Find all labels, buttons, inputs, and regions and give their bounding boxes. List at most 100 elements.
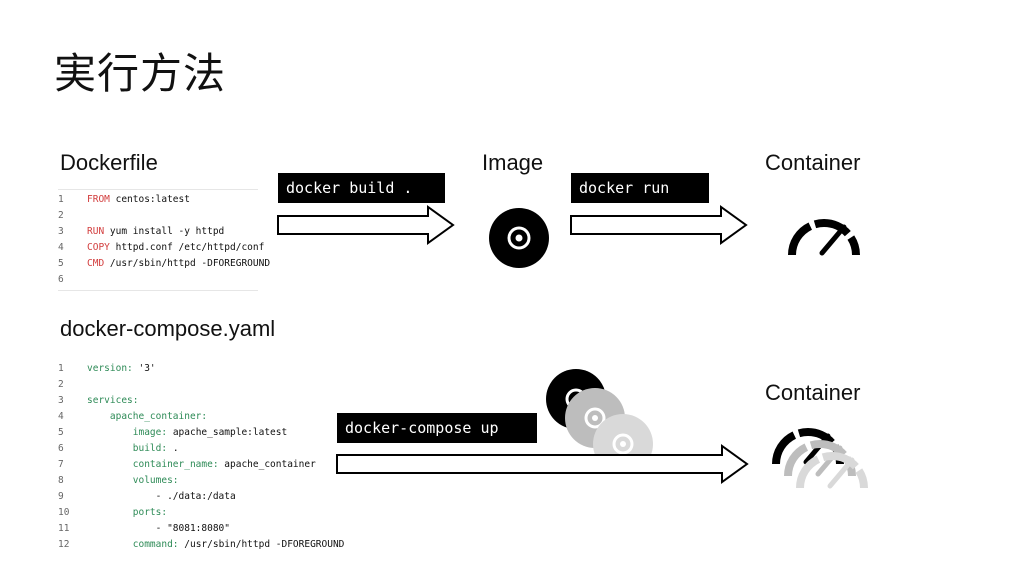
code-indent <box>87 459 133 470</box>
code-text: build: . <box>87 441 179 457</box>
speedometer-stack <box>772 428 868 489</box>
code-value: httpd.conf /etc/httpd/conf <box>109 242 265 253</box>
line-number: 1 <box>58 194 64 205</box>
speedometer-icon <box>788 219 860 256</box>
disc-icon <box>489 208 549 268</box>
code-line: 4 apache_container: <box>58 409 358 425</box>
line-number: 3 <box>58 226 64 237</box>
code-line: 6 build: . <box>58 441 358 457</box>
code-text: FROM centos:latest <box>87 192 190 208</box>
code-value: /usr/sbin/httpd -DFOREGROUND <box>178 539 345 550</box>
code-keyword: build: <box>132 443 168 454</box>
code-line: 1 version: '3' <box>58 361 358 377</box>
compose-label: docker-compose.yaml <box>60 316 276 341</box>
run-arrow <box>570 205 748 245</box>
code-value: . <box>167 443 179 454</box>
code-text: - "8081:8080" <box>87 521 230 537</box>
code-line: 5 CMD /usr/sbin/httpd -DFOREGROUND <box>58 256 270 272</box>
line-number: 1 <box>58 363 64 374</box>
code-line: 7 container_name: apache_container <box>58 457 358 473</box>
line-number: 3 <box>58 395 64 406</box>
code-indent <box>87 475 133 486</box>
code-line: 1 FROM centos:latest <box>58 192 258 208</box>
code-text: - ./data:/data <box>87 489 236 505</box>
code-indent <box>87 507 133 518</box>
code-keyword: RUN <box>87 226 105 237</box>
code-text: version: '3' <box>87 361 156 377</box>
code-keyword: services: <box>87 395 139 406</box>
container-label-top: Container <box>765 150 861 175</box>
code-keyword: CMD <box>87 258 105 269</box>
code-keyword: ports: <box>132 507 168 518</box>
docker-compose-up-command: docker-compose up <box>337 413 537 443</box>
code-keyword: command: <box>132 539 179 550</box>
code-value: - "8081:8080" <box>155 523 230 534</box>
code-line: 8 volumes: <box>58 473 358 489</box>
code-line: 9 - ./data:/data <box>58 489 358 505</box>
code-line: 2 <box>58 208 258 224</box>
code-line: 3 RUN yum install -y httpd <box>58 224 258 240</box>
code-line: 12 command: /usr/sbin/httpd -DFOREGROUND <box>58 537 358 553</box>
code-text: image: apache_sample:latest <box>87 425 287 441</box>
code-text: command: /usr/sbin/httpd -DFOREGROUND <box>87 537 345 553</box>
compose-arrow <box>336 444 749 484</box>
code-value: '3' <box>132 363 156 374</box>
code-line: 10 ports: <box>58 505 358 521</box>
line-number: 6 <box>58 443 64 454</box>
code-text: COPY httpd.conf /etc/httpd/conf <box>87 240 264 256</box>
container-label-bottom: Container <box>765 380 861 405</box>
code-keyword: COPY <box>87 242 110 253</box>
dockerfile-code-block: 1 FROM centos:latest 2 3 RUN yum install -y … <box>58 189 270 291</box>
code-keyword: volumes: <box>132 475 179 486</box>
page-title: 実行方法 <box>54 49 227 98</box>
line-number: 5 <box>58 258 64 269</box>
line-number: 8 <box>58 475 64 486</box>
line-number: 9 <box>58 491 64 502</box>
code-line: 11 - "8081:8080" <box>58 521 358 537</box>
code-text: container_name: apache_container <box>87 457 316 473</box>
line-number: 2 <box>58 379 64 390</box>
line-number: 2 <box>58 210 64 221</box>
code-value: - ./data:/data <box>155 491 236 502</box>
code-value: yum install -y httpd <box>104 226 225 237</box>
line-number: 12 <box>58 539 70 550</box>
image-label: Image <box>482 150 544 175</box>
line-number: 5 <box>58 427 64 438</box>
code-indent <box>87 443 133 454</box>
docker-build-command: docker build . <box>278 173 445 203</box>
code-line: 3 services: <box>58 393 358 409</box>
code-text: apache_container: <box>87 409 207 425</box>
code-text: RUN yum install -y httpd <box>87 224 224 240</box>
code-keyword: FROM <box>87 194 110 205</box>
code-text: volumes: <box>87 473 179 489</box>
compose-code-block: 1 version: '3' 2 3 services: 4 apache_contain… <box>58 361 358 557</box>
code-indent <box>87 411 110 422</box>
code-keyword: container_name: <box>132 459 219 470</box>
speedometer-icon-light <box>796 452 868 489</box>
line-number: 4 <box>58 242 64 253</box>
code-value: centos:latest <box>109 194 190 205</box>
code-value: apache_container <box>218 459 316 470</box>
code-text: ports: <box>87 505 167 521</box>
code-line: 6 <box>58 272 258 288</box>
line-number: 10 <box>58 507 70 518</box>
line-number: 6 <box>58 274 64 285</box>
build-arrow <box>277 205 455 245</box>
code-keyword: version: <box>87 363 133 374</box>
code-line: 4 COPY httpd.conf /etc/httpd/conf <box>58 240 264 256</box>
code-text: services: <box>87 393 138 409</box>
code-text: CMD /usr/sbin/httpd -DFOREGROUND <box>87 256 270 272</box>
code-line: 5 image: apache_sample:latest <box>58 425 358 441</box>
code-indent <box>87 523 156 534</box>
code-indent <box>87 427 133 438</box>
docker-run-command: docker run <box>571 173 709 203</box>
code-keyword: apache_container: <box>109 411 208 422</box>
code-line: 2 <box>58 377 358 393</box>
code-indent <box>87 539 133 550</box>
line-number: 4 <box>58 411 64 422</box>
code-value: apache_sample:latest <box>167 427 288 438</box>
dockerfile-label: Dockerfile <box>60 150 158 175</box>
code-value: /usr/sbin/httpd -DFOREGROUND <box>104 258 271 269</box>
line-number: 11 <box>58 523 70 534</box>
code-indent <box>87 491 156 502</box>
